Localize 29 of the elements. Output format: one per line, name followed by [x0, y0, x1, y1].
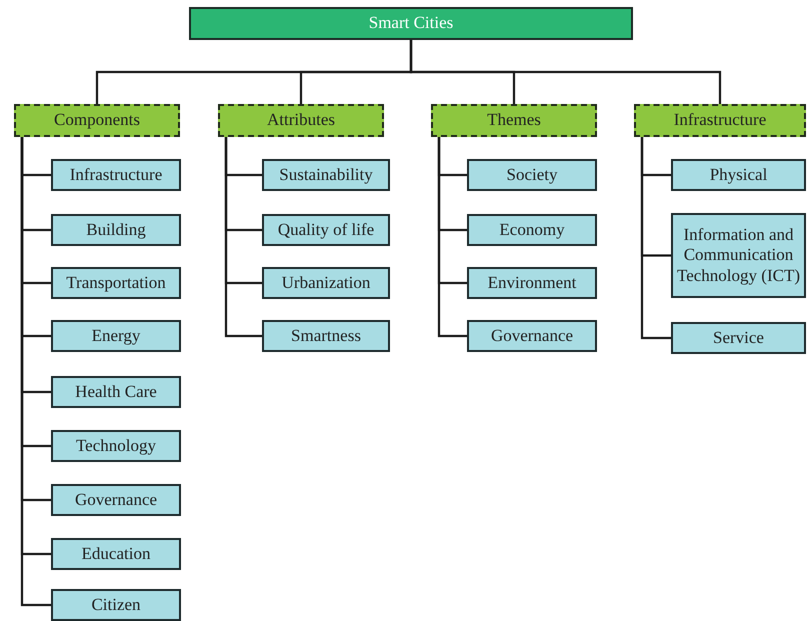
- connector-line: [410, 40, 722, 104]
- connector-line: [438, 137, 467, 338]
- item-box: Infrastructure: [51, 159, 181, 191]
- item-box: Education: [51, 538, 181, 570]
- item-box: Sustainability: [262, 159, 390, 191]
- item-box: Citizen: [51, 589, 181, 621]
- item-box: Smartness: [262, 320, 390, 352]
- category-box: Attributes: [218, 104, 384, 137]
- item-box: Technology: [51, 430, 181, 462]
- connector-line: [224, 137, 262, 338]
- item-box: Transportation: [51, 267, 181, 299]
- item-box: Quality of life: [262, 214, 390, 246]
- item-box: Economy: [467, 214, 597, 246]
- item-box: Energy: [51, 320, 181, 352]
- item-box: Society: [467, 159, 597, 191]
- category-box: Themes: [431, 104, 597, 137]
- item-box: Urbanization: [262, 267, 390, 299]
- item-box: Information and Communication Technology (ICT): [671, 213, 806, 298]
- item-box: Physical: [671, 159, 806, 191]
- item-box: Governance: [467, 320, 597, 352]
- connector-line: [640, 137, 671, 340]
- item-box: Environment: [467, 267, 597, 299]
- item-box: Governance: [51, 484, 181, 516]
- category-box: Components: [14, 104, 180, 137]
- item-box: Building: [51, 214, 181, 246]
- category-box: Infrastructure: [634, 104, 806, 137]
- item-box: Health Care: [51, 376, 181, 408]
- root-box: Smart Cities: [189, 7, 633, 40]
- item-box: Service: [671, 322, 806, 354]
